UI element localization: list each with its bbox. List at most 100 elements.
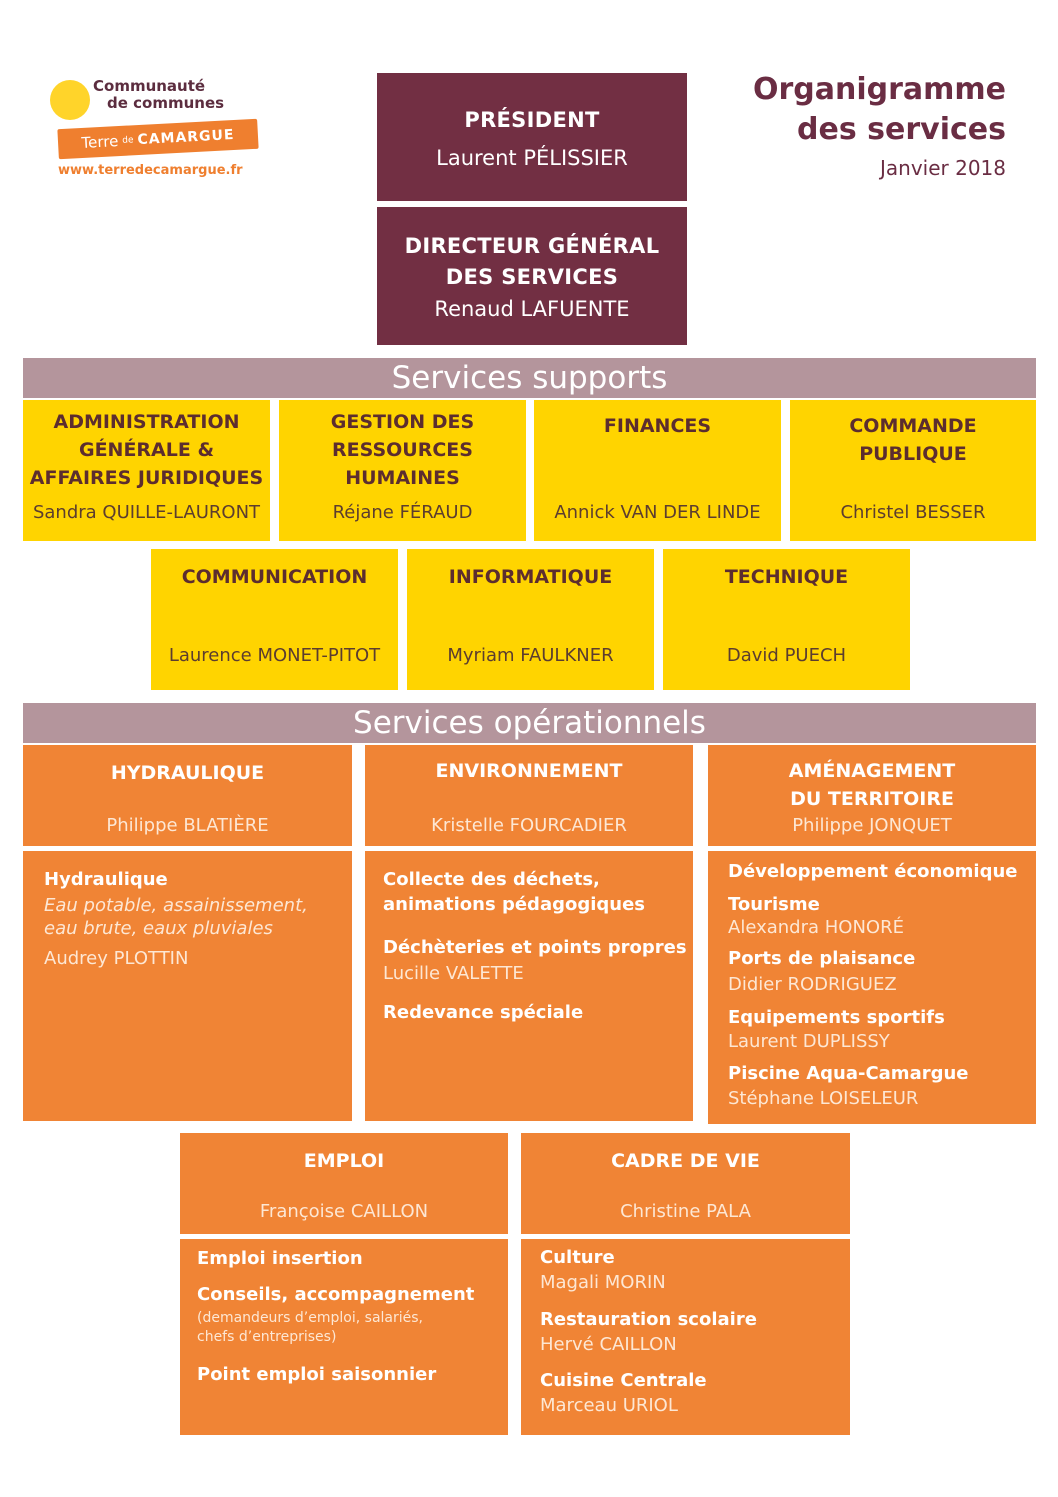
emploi-details: Emploi insertion Conseils, accompagnemen… bbox=[180, 1239, 508, 1435]
detail-heading: Conseils, accompagnement bbox=[197, 1284, 475, 1305]
operational-person: Kristelle FOURCADIER bbox=[431, 815, 627, 836]
detail-heading: Déchèteries et points propres bbox=[383, 937, 687, 958]
cadre-de-vie-details: Culture Magali MORIN Restauration scolai… bbox=[521, 1239, 850, 1435]
dgs-title-line-2: DES SERVICES bbox=[445, 265, 619, 289]
detail-person: Alexandra HONORÉ bbox=[728, 917, 904, 938]
detail-person: Lucille VALETTE bbox=[383, 963, 524, 984]
title-line: COMMANDE bbox=[849, 415, 977, 437]
support-title: TECHNIQUE bbox=[663, 563, 910, 591]
support-title: FINANCES bbox=[534, 412, 781, 440]
operational-box-hydraulique: HYDRAULIQUE Philippe BLATIÈRE bbox=[23, 745, 352, 846]
detail-heading: Cuisine Centrale bbox=[540, 1370, 707, 1391]
title-line: ADMINISTRATION bbox=[53, 411, 240, 433]
operational-title: AMÉNAGEMENT DU TERRITOIRE bbox=[708, 757, 1036, 813]
logo-line-1: Communauté bbox=[93, 77, 206, 95]
logo-url: www.terredecamargue.fr bbox=[58, 163, 243, 178]
president-name: Laurent PÉLISSIER bbox=[436, 145, 628, 170]
support-box-informatique: INFORMATIQUE Myriam FAULKNER bbox=[407, 549, 654, 690]
dgs-name: Renaud LAFUENTE bbox=[434, 297, 630, 321]
support-person: Myriam FAULKNER bbox=[447, 645, 614, 666]
detail-heading: Ports de plaisance bbox=[728, 948, 916, 969]
detail-heading: Culture bbox=[540, 1247, 615, 1268]
operational-title: ENVIRONNEMENT bbox=[435, 760, 623, 782]
support-box-communication: COMMUNICATION Laurence MONET-PITOT bbox=[151, 549, 398, 690]
detail-heading: Piscine Aqua-Camargue bbox=[728, 1063, 969, 1084]
title-line: DU TERRITOIRE bbox=[790, 788, 954, 810]
detail-person: Hervé CAILLON bbox=[540, 1334, 677, 1355]
page-title: Organigramme des services bbox=[753, 70, 1006, 150]
support-person: Sandra QUILLE-LAURONT bbox=[32, 502, 261, 523]
operational-person: Philippe BLATIÈRE bbox=[106, 815, 269, 836]
detail-heading: Emploi insertion bbox=[197, 1248, 363, 1269]
title-line-1: Organigramme bbox=[752, 72, 1006, 107]
detail-person: Magali MORIN bbox=[540, 1272, 666, 1293]
title-line: HUMAINES bbox=[345, 467, 460, 489]
support-box-commande-publique: COMMANDE PUBLIQUE Christel BESSER bbox=[790, 400, 1036, 541]
support-person: Réjane FÉRAUD bbox=[332, 502, 473, 523]
operational-title: CADRE DE VIE bbox=[611, 1150, 760, 1172]
title-line: GESTION DES bbox=[330, 411, 475, 433]
operational-box-environnement: ENVIRONNEMENT Kristelle FOURCADIER bbox=[365, 745, 693, 846]
title-line: AFFAIRES JURIDIQUES bbox=[29, 467, 264, 489]
support-box-administration: ADMINISTRATION GÉNÉRALE & AFFAIRES JURID… bbox=[23, 400, 270, 541]
detail-person: Marceau URIOL bbox=[540, 1395, 678, 1416]
detail-heading: Point emploi saisonnier bbox=[197, 1364, 437, 1385]
support-person: Laurence MONET-PITOT bbox=[168, 645, 381, 666]
logo-sun-icon bbox=[50, 80, 90, 120]
logo-camargue: CAMARGUE bbox=[137, 127, 235, 149]
services-operationnels-band: Services opérationnels bbox=[23, 703, 1036, 743]
support-title: ADMINISTRATION GÉNÉRALE & AFFAIRES JURID… bbox=[23, 408, 270, 492]
detail-person: Didier RODRIGUEZ bbox=[728, 974, 897, 995]
operational-person: Christine PALA bbox=[620, 1201, 751, 1222]
title-line: FINANCES bbox=[603, 415, 712, 437]
support-person: David PUECH bbox=[726, 645, 847, 666]
support-person: Annick VAN DER LINDE bbox=[554, 502, 761, 523]
operational-person: Philippe JONQUET bbox=[792, 815, 952, 836]
support-title: GESTION DES RESSOURCES HUMAINES bbox=[279, 408, 526, 492]
services-supports-band: Services supports bbox=[23, 358, 1036, 398]
operational-title: HYDRAULIQUE bbox=[110, 762, 265, 784]
detail-heading: Tourisme bbox=[728, 894, 820, 915]
environnement-details: Collecte des déchets, animations pédagog… bbox=[365, 851, 693, 1121]
support-box-rh: GESTION DES RESSOURCES HUMAINES Réjane F… bbox=[279, 400, 526, 541]
detail-heading: Hydraulique bbox=[44, 869, 168, 890]
page-date: Janvier 2018 bbox=[879, 156, 1006, 180]
operational-box-amenagement: AMÉNAGEMENT DU TERRITOIRE Philippe JONQU… bbox=[708, 745, 1036, 846]
operational-box-cadre-de-vie: CADRE DE VIE Christine PALA bbox=[521, 1133, 850, 1234]
operational-box-emploi: EMPLOI Françoise CAILLON bbox=[180, 1133, 508, 1234]
title-line: PUBLIQUE bbox=[859, 443, 967, 465]
support-person: Christel BESSER bbox=[840, 502, 986, 523]
title-line: GÉNÉRALE & bbox=[78, 439, 215, 461]
title-line-2: des services bbox=[797, 112, 1006, 147]
support-title: INFORMATIQUE bbox=[407, 563, 654, 591]
president-box: PRÉSIDENT Laurent PÉLISSIER bbox=[377, 73, 687, 201]
detail-heading: Equipements sportifs bbox=[728, 1007, 945, 1028]
detail-heading: animations pédagogiques bbox=[383, 894, 646, 915]
logo-line-2: de communes bbox=[107, 94, 225, 112]
hydraulique-details: Hydraulique Eau potable, assainissement,… bbox=[23, 851, 352, 1121]
logo-terre: Terre bbox=[81, 132, 119, 152]
support-box-finances: FINANCES Annick VAN DER LINDE bbox=[534, 400, 781, 541]
support-title: COMMANDE PUBLIQUE bbox=[790, 412, 1036, 468]
title-line: RESSOURCES bbox=[332, 439, 473, 461]
title-line: COMMUNICATION bbox=[181, 566, 368, 588]
logo-de: de bbox=[122, 135, 134, 146]
operational-person: Françoise CAILLON bbox=[259, 1201, 429, 1222]
logo-band: Terre de CAMARGUE bbox=[57, 118, 259, 160]
detail-heading: Redevance spéciale bbox=[383, 1002, 584, 1023]
detail-note: (demandeurs d’emploi, salariés, bbox=[197, 1310, 423, 1326]
title-line: AMÉNAGEMENT bbox=[788, 760, 956, 782]
operational-title: EMPLOI bbox=[303, 1150, 385, 1172]
detail-note: chefs d’entreprises) bbox=[197, 1329, 337, 1345]
detail-heading: Collecte des déchets, bbox=[383, 869, 600, 890]
detail-heading: Restauration scolaire bbox=[540, 1309, 757, 1330]
support-title: COMMUNICATION bbox=[151, 563, 398, 591]
president-title: PRÉSIDENT bbox=[464, 107, 600, 132]
detail-text: Eau potable, assainissement, bbox=[44, 895, 308, 916]
detail-person: Stéphane LOISELEUR bbox=[728, 1088, 919, 1109]
detail-text: eau brute, eaux pluviales bbox=[44, 918, 273, 939]
support-box-technique: TECHNIQUE David PUECH bbox=[663, 549, 910, 690]
dgs-box: DIRECTEUR GÉNÉRAL DES SERVICES Renaud LA… bbox=[377, 207, 687, 345]
detail-heading: Développement économique bbox=[728, 861, 1018, 882]
dgs-title-line-1: DIRECTEUR GÉNÉRAL bbox=[404, 234, 660, 258]
